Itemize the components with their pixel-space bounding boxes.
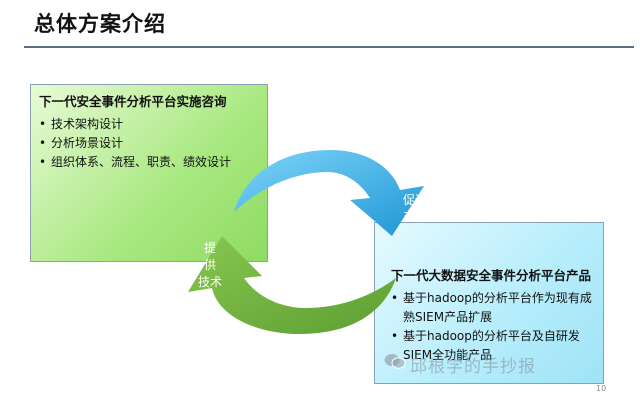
- promote-product-arrow: [234, 150, 424, 236]
- wechat-icon: [384, 354, 406, 369]
- label-line: 供: [203, 258, 216, 272]
- consulting-heading: 下一代安全事件分析平台实施咨询: [39, 94, 227, 109]
- label-line: 提: [203, 241, 216, 255]
- page-number: 10: [596, 384, 607, 393]
- label-line: 促进: [402, 193, 427, 207]
- watermark: 邱根学的手抄报: [384, 352, 536, 377]
- list-item: 基于hadoop的分析平台作为现有成熟SIEM产品扩展: [391, 289, 597, 327]
- consulting-list: 技术架构设计 分析场景设计 组织体系、流程、职责、绩效设计: [39, 115, 259, 172]
- list-item: 基于hadoop的分析平台及自研发SIEM全功能产品: [391, 327, 597, 365]
- list-item: 技术架构设计: [39, 115, 259, 134]
- title-divider: [24, 46, 634, 48]
- list-item: 组织体系、流程、职责、绩效设计: [39, 153, 259, 172]
- label-line: 产品: [402, 210, 427, 224]
- promote-product-label: 促进产品: [398, 192, 432, 226]
- product-list: 基于hadoop的分析平台作为现有成熟SIEM产品扩展 基于hadoop的分析平…: [391, 289, 597, 365]
- provide-tech-label: 提供技术: [196, 240, 224, 291]
- consulting-box: 下一代安全事件分析平台实施咨询 技术架构设计 分析场景设计 组织体系、流程、职责…: [30, 84, 268, 262]
- list-item: 分析场景设计: [39, 134, 259, 153]
- label-line: 技术: [197, 275, 222, 289]
- page-title: 总体方案介绍: [34, 12, 166, 36]
- product-content: 下一代大数据安全事件分析平台产品 基于hadoop的分析平台作为现有成熟SIEM…: [391, 267, 597, 365]
- product-heading: 下一代大数据安全事件分析平台产品: [391, 268, 592, 283]
- provide-tech-arrow: [188, 236, 396, 334]
- product-box: 下一代大数据安全事件分析平台产品 基于hadoop的分析平台作为现有成熟SIEM…: [374, 222, 604, 384]
- watermark-text: 邱根学的手抄报: [410, 357, 536, 377]
